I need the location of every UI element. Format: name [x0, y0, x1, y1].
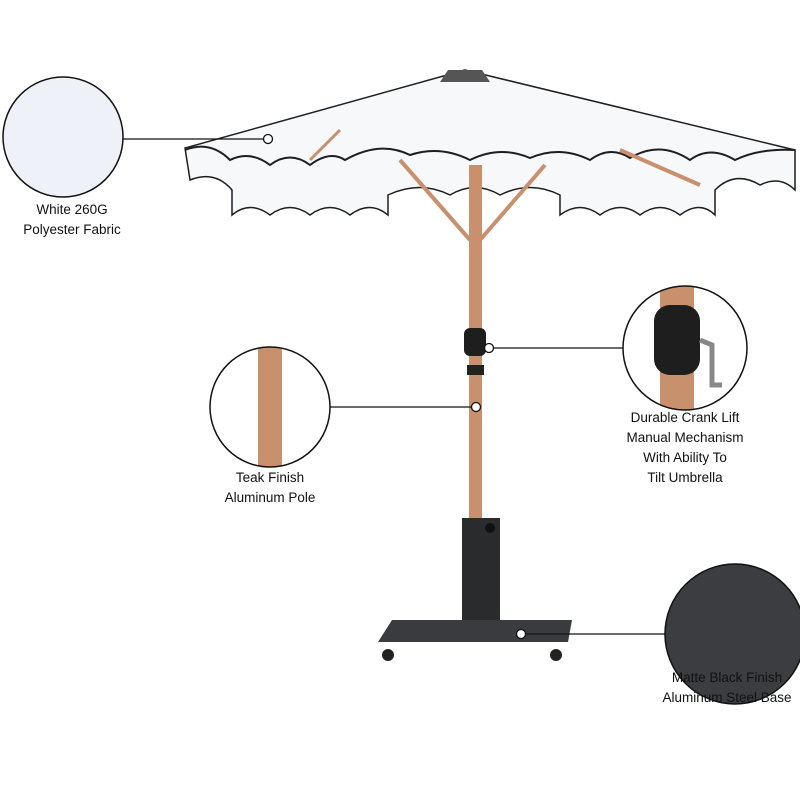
fabric-callout-dot	[262, 133, 274, 145]
crank-label-line: Manual Mechanism	[626, 430, 744, 445]
base-label-line: Matte Black Finish	[671, 670, 783, 685]
crank-label: Durable Crank Lift Manual Mechanism With…	[626, 408, 743, 488]
fabric-label-line: Polyester Fabric	[23, 222, 121, 237]
crank-callout-dot	[483, 342, 495, 354]
umbrella-canopy	[184, 69, 796, 242]
crank-housing	[464, 328, 486, 356]
crank-swatch	[622, 285, 748, 411]
pole-swatch	[209, 346, 331, 468]
base-label: Matte Black Finish Aluminum Steel Base	[662, 668, 791, 708]
base-swatch	[664, 563, 800, 705]
umbrella-base	[378, 518, 572, 661]
pole-callout-dot	[470, 401, 482, 413]
crank-label-line: Durable Crank Lift	[630, 410, 740, 425]
fabric-label: White 260G Polyester Fabric	[23, 200, 121, 240]
base-label-line: Aluminum Steel Base	[662, 690, 792, 705]
crank-label-line: With Ability To	[643, 450, 727, 465]
pole-label-line: Aluminum Pole	[224, 490, 316, 505]
pole-label: Teak Finish Aluminum Pole	[225, 468, 316, 508]
crank-label-line: Tilt Umbrella	[647, 470, 723, 485]
base-callout-dot	[515, 628, 527, 640]
pole-label-line: Teak Finish	[235, 470, 305, 485]
umbrella-pole	[469, 165, 482, 625]
fabric-label-line: White 260G	[36, 202, 108, 217]
fabric-swatch	[2, 76, 124, 198]
